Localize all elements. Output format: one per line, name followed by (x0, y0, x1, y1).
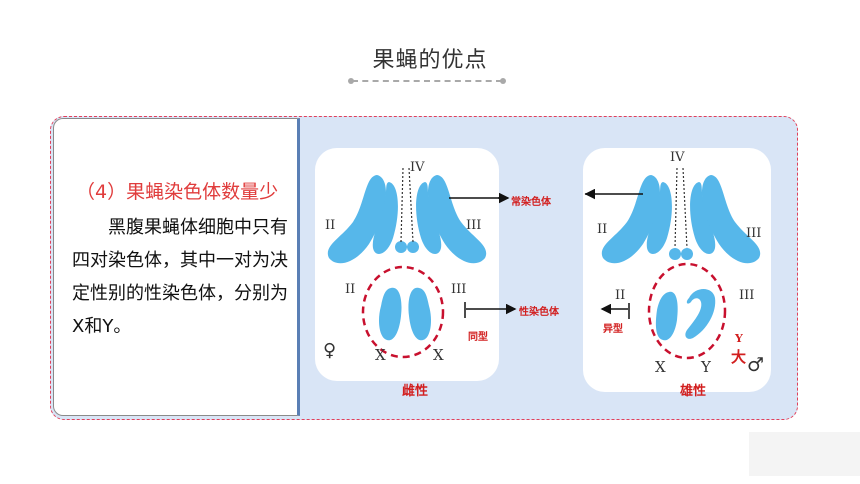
male-karyotype-card: IV II II III III X Y Y 大 ♂ 异型 (583, 148, 771, 392)
sex-chromosome-highlight (647, 262, 727, 360)
female-symbol: ♀ (323, 340, 337, 361)
title-underline (348, 78, 506, 84)
chromosome-iv-strand-right (682, 167, 688, 249)
sex-chromosome-x (655, 291, 678, 341)
heterotypic-label: 异型 (603, 324, 623, 335)
roman-ii-bottom: II (345, 282, 356, 297)
chromosome-iv-dot-right (407, 241, 419, 253)
x-chromosome-label: X (655, 358, 666, 376)
male-label: 雄性 (680, 384, 707, 399)
y-chromosome-label: Y (701, 358, 711, 376)
x-chromosome-right-label: X (433, 346, 444, 364)
x-chromosome-left-label: X (375, 346, 386, 364)
chromosome-iii-right (427, 175, 487, 264)
sex-chromosome-label: 性染色体 (519, 307, 559, 318)
chromosome-iv-dot-left (669, 248, 681, 260)
chromosome-iii-inner-right (416, 182, 442, 254)
chromosome-iv-strand-left (400, 167, 404, 243)
autosome-label: 常染色体 (511, 197, 551, 208)
female-karyotype-card: IV II II III III X X ♀ 同型 (315, 148, 499, 381)
sex-chromosome-x-left (379, 287, 402, 341)
chromosome-iv-strand-right (408, 167, 414, 243)
corner-placeholder (749, 432, 860, 476)
chromosome-ii-left (327, 175, 387, 264)
point-body: 黑腹果蝇体细胞中只有四对染色体，其中一对为决定性别的性染色体，分别为X和Y。 (72, 217, 288, 337)
roman-iv: IV (410, 160, 425, 175)
roman-iv: IV (670, 150, 685, 165)
chromosome-ii-left (601, 175, 661, 264)
roman-iii-bottom: III (451, 282, 467, 297)
chromosome-iii-inner-right (690, 182, 716, 254)
roman-ii-top: II (325, 218, 336, 233)
chromosome-ii-inner-left (372, 182, 398, 254)
chromosome-iv-strand-left (674, 167, 678, 249)
y-note-letter: Y (735, 332, 743, 345)
y-size-note: 大 (731, 348, 747, 366)
description-box: （4）果蝇染色体数量少 黑腹果蝇体细胞中只有四对染色体，其中一对为决定性别的性染… (53, 118, 300, 416)
roman-iii-top: III (746, 226, 762, 241)
male-symbol: ♂ (747, 354, 765, 376)
pointer-arrows (466, 188, 628, 315)
male-chromosome-diagram (585, 167, 761, 360)
female-chromosome-diagram (327, 167, 499, 359)
roman-iii-top: III (466, 218, 482, 233)
page-title: 果蝇的优点 (372, 48, 488, 73)
roman-ii-bottom: II (615, 288, 626, 303)
homotypic-label: 同型 (468, 332, 488, 343)
roman-ii-top: II (597, 222, 608, 237)
chromosome-iv-dot-right (681, 248, 693, 260)
female-label: 雌性 (402, 384, 429, 399)
sex-chromosome-highlight (361, 265, 445, 359)
chromosome-iii-right (701, 175, 761, 264)
roman-iii-bottom: III (739, 288, 755, 303)
chromosome-ii-inner-left (646, 182, 672, 254)
sex-chromosome-y (685, 289, 716, 339)
chromosome-iv-dot-left (395, 241, 407, 253)
point-heading: （4）果蝇染色体数量少 (76, 181, 279, 203)
sex-chromosome-x-right (408, 287, 431, 341)
